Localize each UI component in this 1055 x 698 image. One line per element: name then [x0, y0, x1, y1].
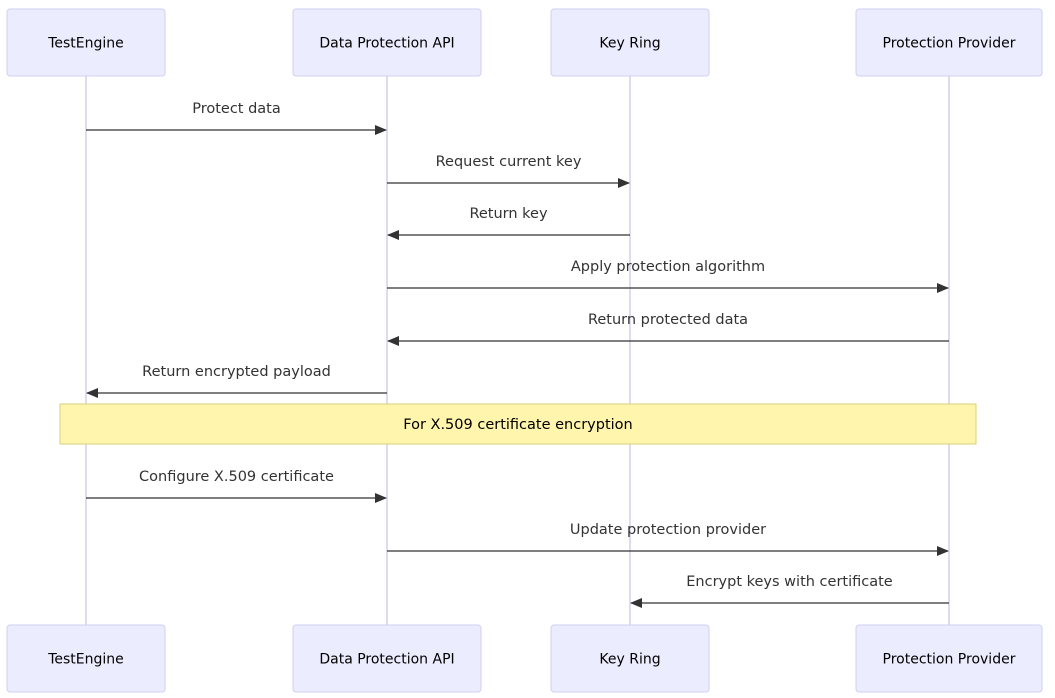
message-label: Protect data	[192, 101, 281, 117]
actor-top-key-ring: Key Ring	[550, 8, 710, 77]
actor-label: TestEngine	[47, 36, 124, 52]
actor-bottom-protection-provider: Protection Provider	[855, 624, 1043, 693]
actor-box-rect	[855, 624, 1043, 693]
note-box	[59, 403, 977, 445]
message-apply-protection-algorithm: Apply protection algorithm	[387, 259, 949, 293]
message-return-encrypted-payload: Return encrypted payload	[86, 364, 387, 398]
message-label: Return key	[469, 206, 548, 222]
actor-label: Protection Provider	[883, 36, 1016, 52]
message-return-protected-data: Return protected data	[387, 312, 949, 346]
actor-bottom-key-ring: Key Ring	[550, 624, 710, 693]
message-label: Configure X.509 certificate	[139, 469, 334, 485]
message-label: Request current key	[436, 154, 582, 170]
actor-label: Data Protection API	[319, 36, 454, 52]
actors-top: TestEngine Data Protection API Key Ring Pro…	[6, 8, 1043, 77]
actor-label: Key Ring	[599, 652, 660, 668]
message-label: Return protected data	[588, 312, 748, 328]
actor-label: Protection Provider	[883, 652, 1016, 668]
note-layer: For X.509 certificate encryption	[59, 403, 977, 445]
actor-top-data-protection-api: Data Protection API	[292, 8, 482, 77]
actor-label: Key Ring	[599, 36, 660, 52]
message-label: Encrypt keys with certificate	[686, 574, 893, 590]
message-label: Return encrypted payload	[142, 364, 331, 380]
message-configure-x-509-certificate: Configure X.509 certificate	[86, 469, 387, 503]
actor-bottom-testengine: TestEngine	[6, 624, 166, 693]
actor-label: TestEngine	[47, 652, 124, 668]
actor-bottom-data-protection-api: Data Protection API	[292, 624, 482, 693]
actor-box-rect	[6, 624, 166, 693]
actor-box-rect	[292, 8, 482, 77]
message-request-current-key: Request current key	[387, 154, 630, 188]
actor-box-rect	[550, 8, 710, 77]
actor-top-testengine: TestEngine	[6, 8, 166, 77]
actor-box-rect	[6, 8, 166, 77]
message-encrypt-keys-with-certificate: Encrypt keys with certificate	[630, 574, 949, 608]
message-label: Update protection provider	[570, 522, 766, 538]
lifelines	[85, 76, 950, 625]
actor-label: Data Protection API	[319, 652, 454, 668]
message-return-key: Return key	[387, 206, 630, 240]
message-label: Apply protection algorithm	[571, 259, 765, 275]
message-update-protection-provider: Update protection provider	[387, 522, 949, 556]
actors-bottom: TestEngine Data Protection API Key Ring Pro…	[6, 624, 1043, 693]
actor-box-rect	[855, 8, 1043, 77]
message-protect-data: Protect data	[86, 101, 387, 135]
actor-top-protection-provider: Protection Provider	[855, 8, 1043, 77]
note: For X.509 certificate encryption	[59, 403, 977, 445]
actor-box-rect	[550, 624, 710, 693]
actor-box-rect	[292, 624, 482, 693]
note-text: For X.509 certificate encryption	[403, 417, 632, 433]
